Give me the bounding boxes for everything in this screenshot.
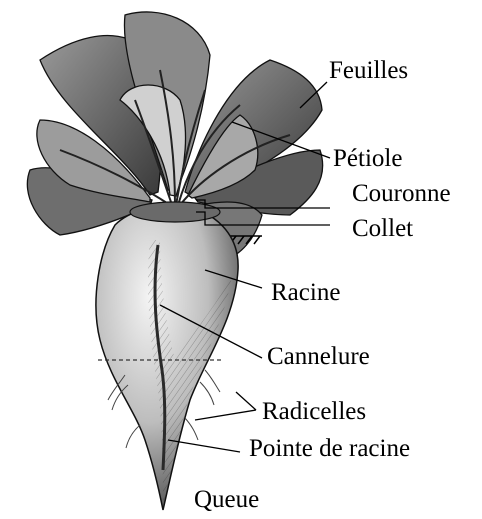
label-petiole: Pétiole <box>333 146 402 171</box>
label-groove: Cannelure <box>267 344 370 369</box>
label-tail: Queue <box>194 487 259 512</box>
label-rootlets: Radicelles <box>262 399 366 424</box>
leader-rootlets-a <box>236 392 256 410</box>
label-neck: Collet <box>352 216 413 241</box>
label-root: Racine <box>271 280 340 305</box>
leader-root-tip <box>168 440 240 452</box>
label-root-tip: Pointe de racine <box>249 436 410 461</box>
label-leaves: Feuilles <box>329 58 408 83</box>
label-crown: Couronne <box>352 181 451 206</box>
leader-rootlets-b <box>195 410 256 420</box>
crown-top <box>130 202 220 222</box>
